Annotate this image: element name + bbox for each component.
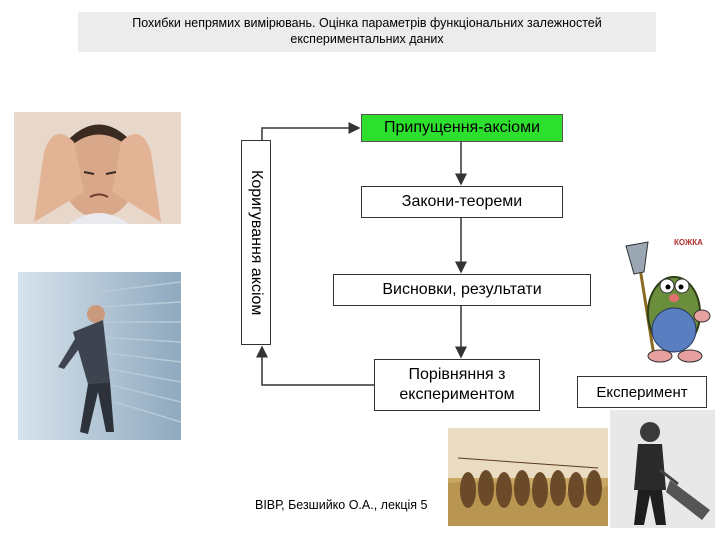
man-against-wall-image xyxy=(18,272,181,440)
header-line-1: Похибки непрямих вимірювань. Оцінка пара… xyxy=(132,16,602,30)
axioms-label: Припущення-аксіоми xyxy=(383,119,540,136)
theorems-label: Закони-теореми xyxy=(401,193,523,210)
experiment-label: Експеримент xyxy=(596,383,688,401)
comparison-box: Порівняння з експериментом xyxy=(374,359,540,411)
mole-logo: КОЖКА xyxy=(674,238,703,247)
barge-haulers-painting xyxy=(448,428,608,526)
worker-with-wheelbarrow-photo xyxy=(610,410,715,528)
conclusions-label: Висновки, результати xyxy=(382,281,542,298)
arrow-correction-axioms xyxy=(261,122,361,140)
headache-man-image xyxy=(14,112,181,224)
experiment-box: Експеримент xyxy=(577,376,707,408)
axioms-box: Припущення-аксіоми xyxy=(361,114,563,142)
correction-label: Коригування аксіом xyxy=(248,169,265,316)
comparison-label-1: Порівняння з xyxy=(408,366,506,383)
correction-box: Коригування аксіом xyxy=(241,140,271,345)
theorems-box: Закони-теореми xyxy=(361,186,563,218)
footer-text: ВІВР, Безшийко О.А., лекція 5 xyxy=(255,498,428,512)
arrow-comparison-correction xyxy=(256,345,374,386)
conclusions-box: Висновки, результати xyxy=(333,274,591,306)
mole-mascot-image: КОЖКА xyxy=(612,238,712,368)
comparison-label-2: експериментом xyxy=(399,386,515,403)
header-line-2: експериментальних даних xyxy=(290,32,444,46)
slide-header: Похибки непрямих вимірювань. Оцінка пара… xyxy=(78,12,656,52)
